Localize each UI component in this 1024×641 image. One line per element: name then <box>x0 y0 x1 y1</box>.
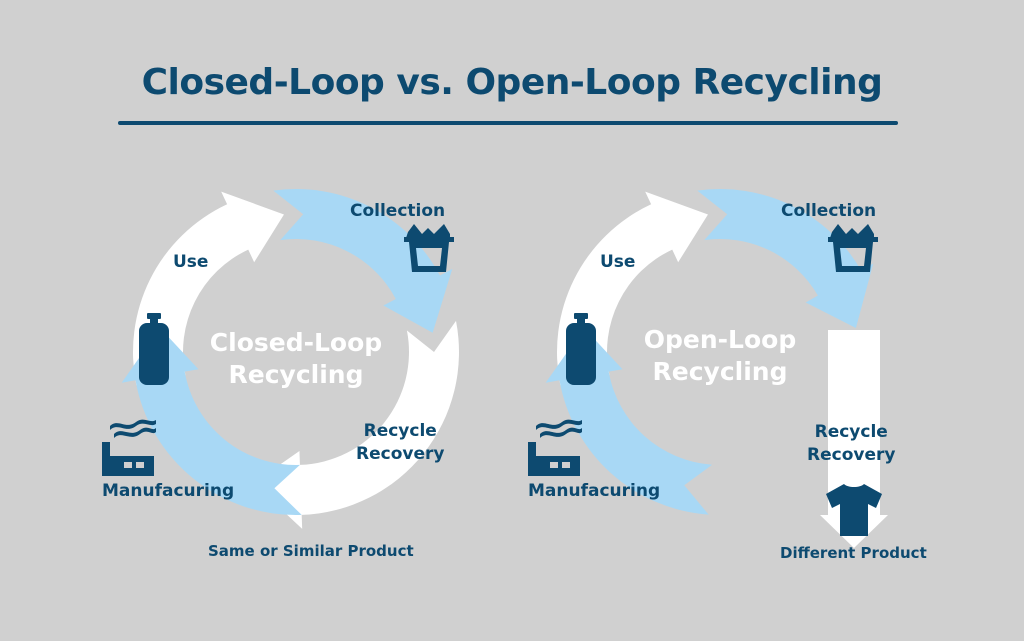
open-center-line1: Open-Loop <box>643 325 797 354</box>
factory-icon <box>528 419 582 476</box>
open-label-recycle: Recycle Recovery <box>807 421 895 467</box>
open-collection-arrow <box>697 188 874 329</box>
closed-label-recycle-line1: Recycle <box>363 421 437 441</box>
open-label-recycle-line2: Recovery <box>807 445 896 465</box>
closed-center-line2: Recycling <box>228 360 364 389</box>
closed-label-recycle: Recycle Recovery <box>356 420 444 466</box>
collection-bin-icon <box>828 224 878 272</box>
open-label-use: Use <box>600 252 636 272</box>
bottle-icon <box>566 313 596 385</box>
bottle-icon <box>139 313 169 385</box>
collection-bin-icon <box>404 224 454 272</box>
closed-collection-arrow <box>273 189 453 333</box>
closed-center-line1: Closed-Loop <box>209 328 383 357</box>
page-title: Closed-Loop vs. Open-Loop Recycling <box>141 62 883 103</box>
open-output-label: Different Product <box>780 544 927 562</box>
closed-output-label: Same or Similar Product <box>208 542 414 560</box>
closed-label-manufacturing: Manufacuring <box>102 481 235 501</box>
open-center-line2: Recycling <box>652 357 788 386</box>
open-loop-center-title: Open-Loop Recycling <box>620 324 820 388</box>
tshirt-icon <box>826 484 882 536</box>
title-underline <box>118 121 898 125</box>
closed-use-arrow <box>133 191 284 386</box>
closed-recycle-arrow <box>253 320 459 529</box>
closed-label-collection: Collection <box>350 201 446 221</box>
open-label-recycle-line1: Recycle <box>814 422 888 442</box>
closed-loop-center-title: Closed-Loop Recycling <box>196 327 396 391</box>
open-label-collection: Collection <box>781 201 877 221</box>
closed-label-use: Use <box>173 252 209 272</box>
open-label-manufacturing: Manufacuring <box>528 481 661 501</box>
closed-label-recycle-line2: Recovery <box>356 444 445 464</box>
factory-icon <box>102 419 156 476</box>
